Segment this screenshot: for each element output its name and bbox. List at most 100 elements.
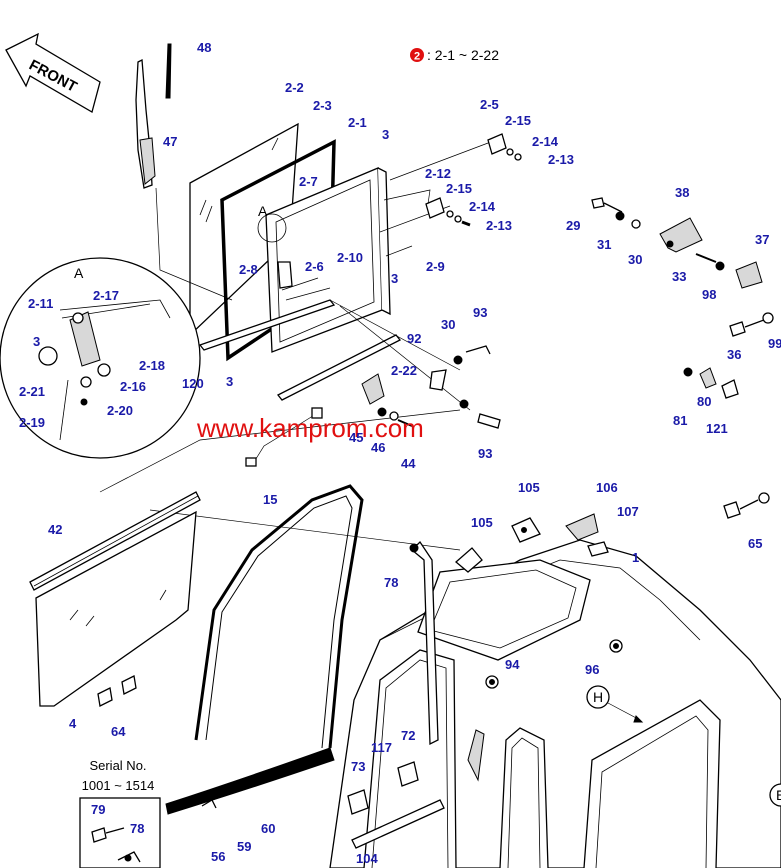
callout: 2-15 [446, 181, 472, 196]
callout: 106 [596, 480, 618, 495]
pads-105 [454, 517, 541, 573]
serial-note-range: 1001 ~ 1514 [82, 778, 155, 793]
callout: 2-20 [107, 403, 133, 418]
callout: 81 [673, 413, 687, 428]
callout: 46 [371, 440, 385, 455]
wiper-blade [165, 43, 172, 99]
callout: 2-3 [313, 98, 332, 113]
callout: 2-22 [391, 363, 417, 378]
window-seal-15 [194, 484, 364, 749]
callout: 3 [226, 374, 233, 389]
callout: 2-18 [139, 358, 165, 373]
serial-note: Serial No. 1001 ~ 1514 [79, 758, 161, 868]
front-arrow: FRONT [5, 32, 101, 113]
black-strip [165, 747, 335, 815]
callout: 64 [111, 724, 126, 739]
callout: 36 [727, 347, 741, 362]
callout: 120 [182, 376, 204, 391]
bracket-38 [659, 217, 703, 253]
callout: 47 [163, 134, 177, 149]
callout: 96 [585, 662, 599, 677]
wiper-arm [135, 58, 156, 189]
callout: 93 [473, 305, 487, 320]
clips-64 [97, 675, 137, 707]
callout: 2-14 [469, 199, 496, 214]
view-mark-h: H [586, 685, 644, 723]
pillar-78 [409, 540, 439, 746]
callout: 2-8 [239, 262, 258, 277]
callout: 29 [566, 218, 580, 233]
hinge-upper [487, 133, 522, 161]
cable-41 [245, 407, 323, 467]
callout: 2-2 [285, 80, 304, 95]
callout: 38 [675, 185, 689, 200]
callout: 99 [768, 336, 781, 351]
callout: 2-1 [348, 115, 367, 130]
detail-a-label: A [74, 265, 84, 281]
callout: 2-13 [548, 152, 574, 167]
callout: 117 [371, 740, 392, 755]
callout: 2-15 [505, 113, 531, 128]
callout: 31 [597, 237, 611, 252]
watermark: www.kamprom.com [196, 413, 424, 443]
lock-45 [361, 373, 413, 427]
callout: 104 [356, 851, 378, 866]
callout: 48 [197, 40, 211, 55]
callout: 2-11 [28, 296, 53, 311]
callout: 2-21 [19, 384, 45, 399]
bolt-65 [723, 492, 770, 519]
serial-note-title: Serial No. [89, 758, 146, 773]
callout: 59 [237, 839, 251, 854]
callout: 15 [263, 492, 277, 507]
callout: 30 [628, 252, 642, 267]
callout: 2-7 [299, 174, 318, 189]
callout: 73 [351, 759, 365, 774]
callout: 65 [748, 536, 762, 551]
callout: 94 [505, 657, 520, 672]
view-mark-h-label: H [593, 689, 603, 705]
view-mark-e-label: E [776, 787, 781, 803]
callout: 56 [211, 849, 225, 864]
bolt-29 [591, 197, 641, 229]
bolt-93-lower [459, 399, 501, 429]
rubber-strip-42 [29, 491, 201, 591]
callout: 2-16 [120, 379, 146, 394]
clips-72-73 [347, 761, 419, 815]
callout: 3 [391, 271, 398, 286]
callout: 107 [617, 504, 639, 519]
callout: 80 [697, 394, 711, 409]
leader-lines-upper [99, 139, 497, 551]
latch-37 [695, 253, 763, 289]
callout: 37 [755, 232, 769, 247]
callout: 105 [471, 515, 493, 530]
bracket-106 [565, 513, 609, 557]
door-rail-bottom [198, 299, 402, 401]
legend-badge: 2 [414, 51, 420, 63]
callout: 45 [349, 430, 363, 445]
callout: 1 [632, 550, 639, 565]
nut-94 [485, 675, 499, 689]
callout: 2-6 [305, 259, 324, 274]
callout: 2-10 [337, 250, 363, 265]
callout: 2-19 [19, 415, 45, 430]
callout: 93 [478, 446, 492, 461]
door-frame [265, 167, 391, 353]
bolt-96 [609, 639, 623, 653]
bolt-36 [729, 312, 774, 337]
callout: 2-5 [480, 97, 499, 112]
callout-labels: 48 47 2-2 2-3 2-1 2-7 2-8 2-6 2-10 3 3 2… [19, 40, 781, 866]
callout: 2-14 [532, 134, 559, 149]
detail-a-ref: A [257, 203, 287, 243]
callout: 98 [702, 287, 716, 302]
callout: 60 [261, 821, 275, 836]
callout: 121 [706, 421, 728, 436]
callout: 3 [382, 127, 389, 142]
callout: 2-13 [486, 218, 512, 233]
legend-badge-circle [410, 48, 424, 62]
callout: 3 [33, 334, 40, 349]
callout: 33 [672, 269, 686, 284]
callout: 4 [69, 716, 77, 731]
clip-81-80 [683, 367, 739, 399]
callout: 2-12 [425, 166, 451, 181]
